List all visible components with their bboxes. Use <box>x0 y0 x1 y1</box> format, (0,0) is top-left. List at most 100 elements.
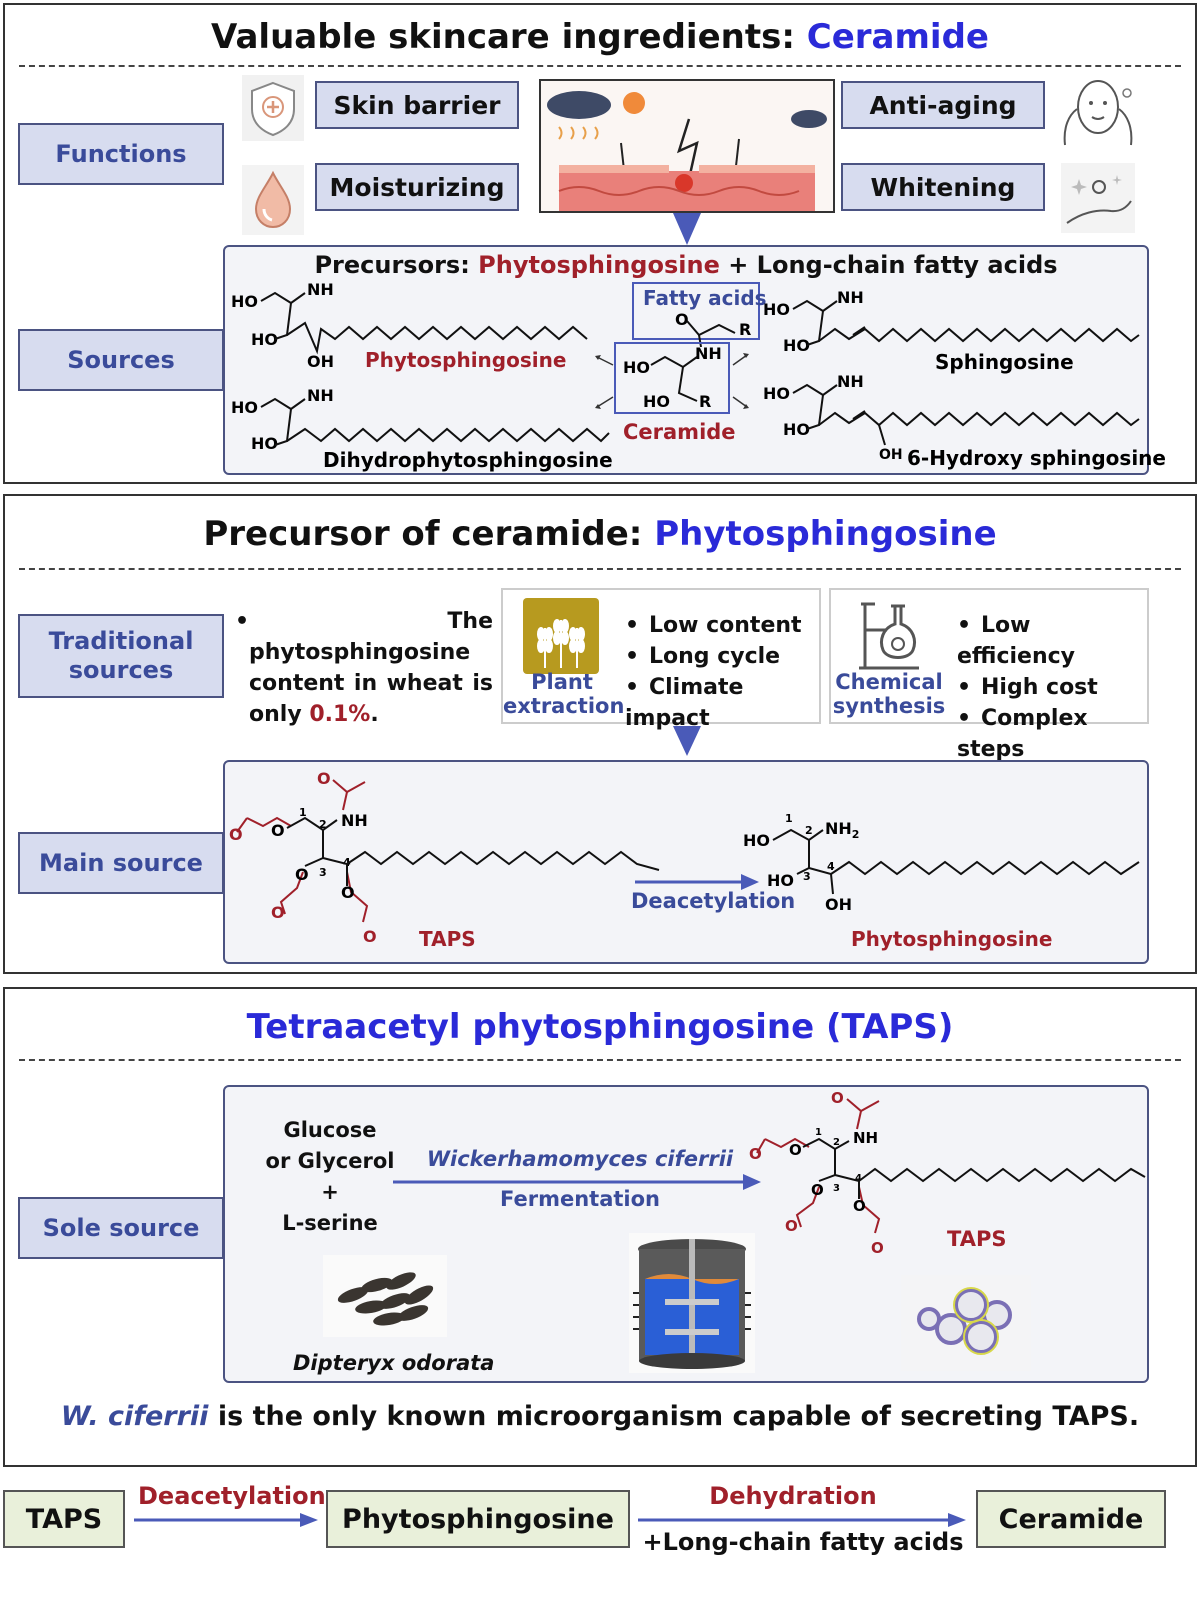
atom-o: O <box>271 821 285 840</box>
flow-deacetylation-label: Deacetylation <box>138 1482 326 1510</box>
deacetylation-box: O O O O O O O NH 1 2 3 4 TAPS Deacetylat… <box>223 760 1149 964</box>
atom-ho: HO <box>763 300 790 319</box>
traditional-sources-label: Traditional sources <box>18 614 224 698</box>
locant-4: 4 <box>855 1173 862 1184</box>
locant-1: 1 <box>785 812 793 825</box>
traditional-text: • The phytosphingosine content in wheat … <box>235 609 493 727</box>
anti-aging-pill: Anti-aging <box>841 81 1045 129</box>
plant-bullet: Climate impact <box>625 672 819 734</box>
plant-bullets: Low content Long cycle Climate impact <box>625 610 819 734</box>
label-6-hydroxy-sphingosine: 6-Hydroxy sphingosine <box>907 446 1166 470</box>
atom-o: O <box>785 1217 798 1235</box>
taps-structure: O O O O O O O NH 1 2 3 4 <box>749 1089 1146 1257</box>
down-arrow-1 <box>673 213 701 245</box>
panel1-divider <box>19 65 1181 67</box>
atom-r: R <box>699 392 711 411</box>
atom-nh: NH <box>307 386 334 405</box>
plant-bullet: Low content <box>625 610 819 641</box>
substrate-text: Glucose or Glycerol + L-serine <box>255 1115 405 1239</box>
atom-nh: NH <box>341 811 368 830</box>
down-arrow-2 <box>673 726 701 756</box>
atom-ho: HO <box>783 336 810 355</box>
chemical-synthesis-box: Chemical synthesis Low efficiency High c… <box>829 588 1149 762</box>
panel1-title: Valuable skincare ingredients: Ceramide <box>211 17 989 57</box>
wheat-icon <box>523 598 599 674</box>
atom-ho: HO <box>743 831 770 850</box>
atom-ho: HO <box>623 358 650 377</box>
drop-icon <box>242 165 304 235</box>
flow-arrow-1 <box>134 1513 318 1527</box>
chemical-bullet: Complex steps <box>957 703 1147 765</box>
atom-ho: HO <box>643 392 670 411</box>
panel3-divider <box>19 1059 1181 1061</box>
atom-o: O <box>295 865 309 884</box>
precursors-heading: Precursors: Phytosphingosine + Long-chai… <box>314 251 1058 279</box>
main-source-label: Main source <box>18 832 224 894</box>
atom-nh2: NH2 <box>825 819 859 841</box>
seeds-image <box>323 1255 447 1337</box>
panel-ceramide: Valuable skincare ingredients: Ceramide … <box>3 3 1197 484</box>
taps-label: TAPS <box>947 1227 1007 1251</box>
locant-2: 2 <box>319 818 327 831</box>
atom-nh: NH <box>853 1129 878 1147</box>
atom-nh: NH <box>837 288 864 307</box>
atom-ho: HO <box>231 292 258 311</box>
atom-o: O <box>675 310 689 329</box>
locant-3: 3 <box>319 866 327 879</box>
atom-o: O <box>341 883 355 902</box>
atom-o: O <box>871 1239 884 1257</box>
flow-phytosphingosine-box: Phytosphingosine <box>326 1490 630 1548</box>
hand-sparkle-icon <box>1061 163 1135 233</box>
atom-o: O <box>317 769 331 788</box>
label-taps: TAPS <box>419 927 476 951</box>
atom-ho: HO <box>767 871 794 890</box>
fermentation-arrow <box>393 1174 761 1190</box>
skin-illustration <box>539 79 835 213</box>
atom-o: O <box>749 1145 762 1163</box>
dipteryx-label: Dipteryx odorata <box>293 1351 495 1375</box>
deacetylation-structures: O O O O O O O NH 1 2 3 4 TAPS Deacetylat… <box>229 769 1140 951</box>
atom-ho: HO <box>251 330 278 349</box>
atom-o: O <box>271 903 285 922</box>
label-phytosphingosine: Phytosphingosine <box>365 348 566 372</box>
atom-oh: OH <box>307 352 334 371</box>
locant-3: 3 <box>833 1183 840 1194</box>
precursor-structures: HO NH HO OH Phytosphingosine HO NH HO Di… <box>231 280 1166 472</box>
atom-nh: NH <box>307 280 334 299</box>
label-dihydrophytosphingosine: Dihydrophytosphingosine <box>323 448 613 472</box>
atom-ho: HO <box>763 384 790 403</box>
plant-bullet: Long cycle <box>625 641 819 672</box>
locant-3: 3 <box>803 870 811 883</box>
flow-arrow-2 <box>638 1513 966 1527</box>
atom-o: O <box>229 825 243 844</box>
sources-label: Sources <box>18 329 224 391</box>
panel-phytosphingosine: Precursor of ceramide: Phytosphingosine … <box>3 494 1197 974</box>
atom-ho: HO <box>783 420 810 439</box>
atom-nh2-text: NH <box>825 819 852 838</box>
precursors-box: Precursors: Phytosphingosine + Long-chai… <box>223 245 1166 475</box>
chemical-bullets: Low efficiency High cost Complex steps <box>957 610 1147 765</box>
locant-1: 1 <box>299 806 307 819</box>
substrate-line: L-serine <box>282 1211 378 1235</box>
panel3-title: Tetraacetyl phytosphingosine (TAPS) <box>246 1007 954 1047</box>
locant-1: 1 <box>815 1127 822 1138</box>
substrate-line: + <box>321 1180 339 1204</box>
locant-2: 2 <box>805 824 813 837</box>
face-care-icon <box>1063 80 1133 146</box>
chemical-synthesis-label: Chemical synthesis <box>832 670 946 718</box>
atom-o: O <box>853 1197 866 1215</box>
panel-taps: Tetraacetyl phytosphingosine (TAPS) Sole… <box>3 987 1197 1467</box>
locant-4: 4 <box>827 860 835 873</box>
atom-o: O <box>811 1181 824 1199</box>
flask-stand-icon <box>859 602 919 670</box>
panel2-divider <box>19 568 1181 570</box>
plant-extraction-label: Plant extraction <box>503 670 625 718</box>
atom-oh: OH <box>825 895 852 914</box>
yeast-cells-image <box>901 1275 1031 1371</box>
atom-ho: HO <box>231 398 258 417</box>
label-phytosphingosine-product: Phytosphingosine <box>851 927 1052 951</box>
panel2-title: Precursor of ceramide: Phytosphingosine <box>203 514 997 554</box>
atom-o: O <box>789 1141 802 1159</box>
skin-barrier-pill: Skin barrier <box>315 81 519 129</box>
label-sphingosine: Sphingosine <box>935 350 1074 374</box>
